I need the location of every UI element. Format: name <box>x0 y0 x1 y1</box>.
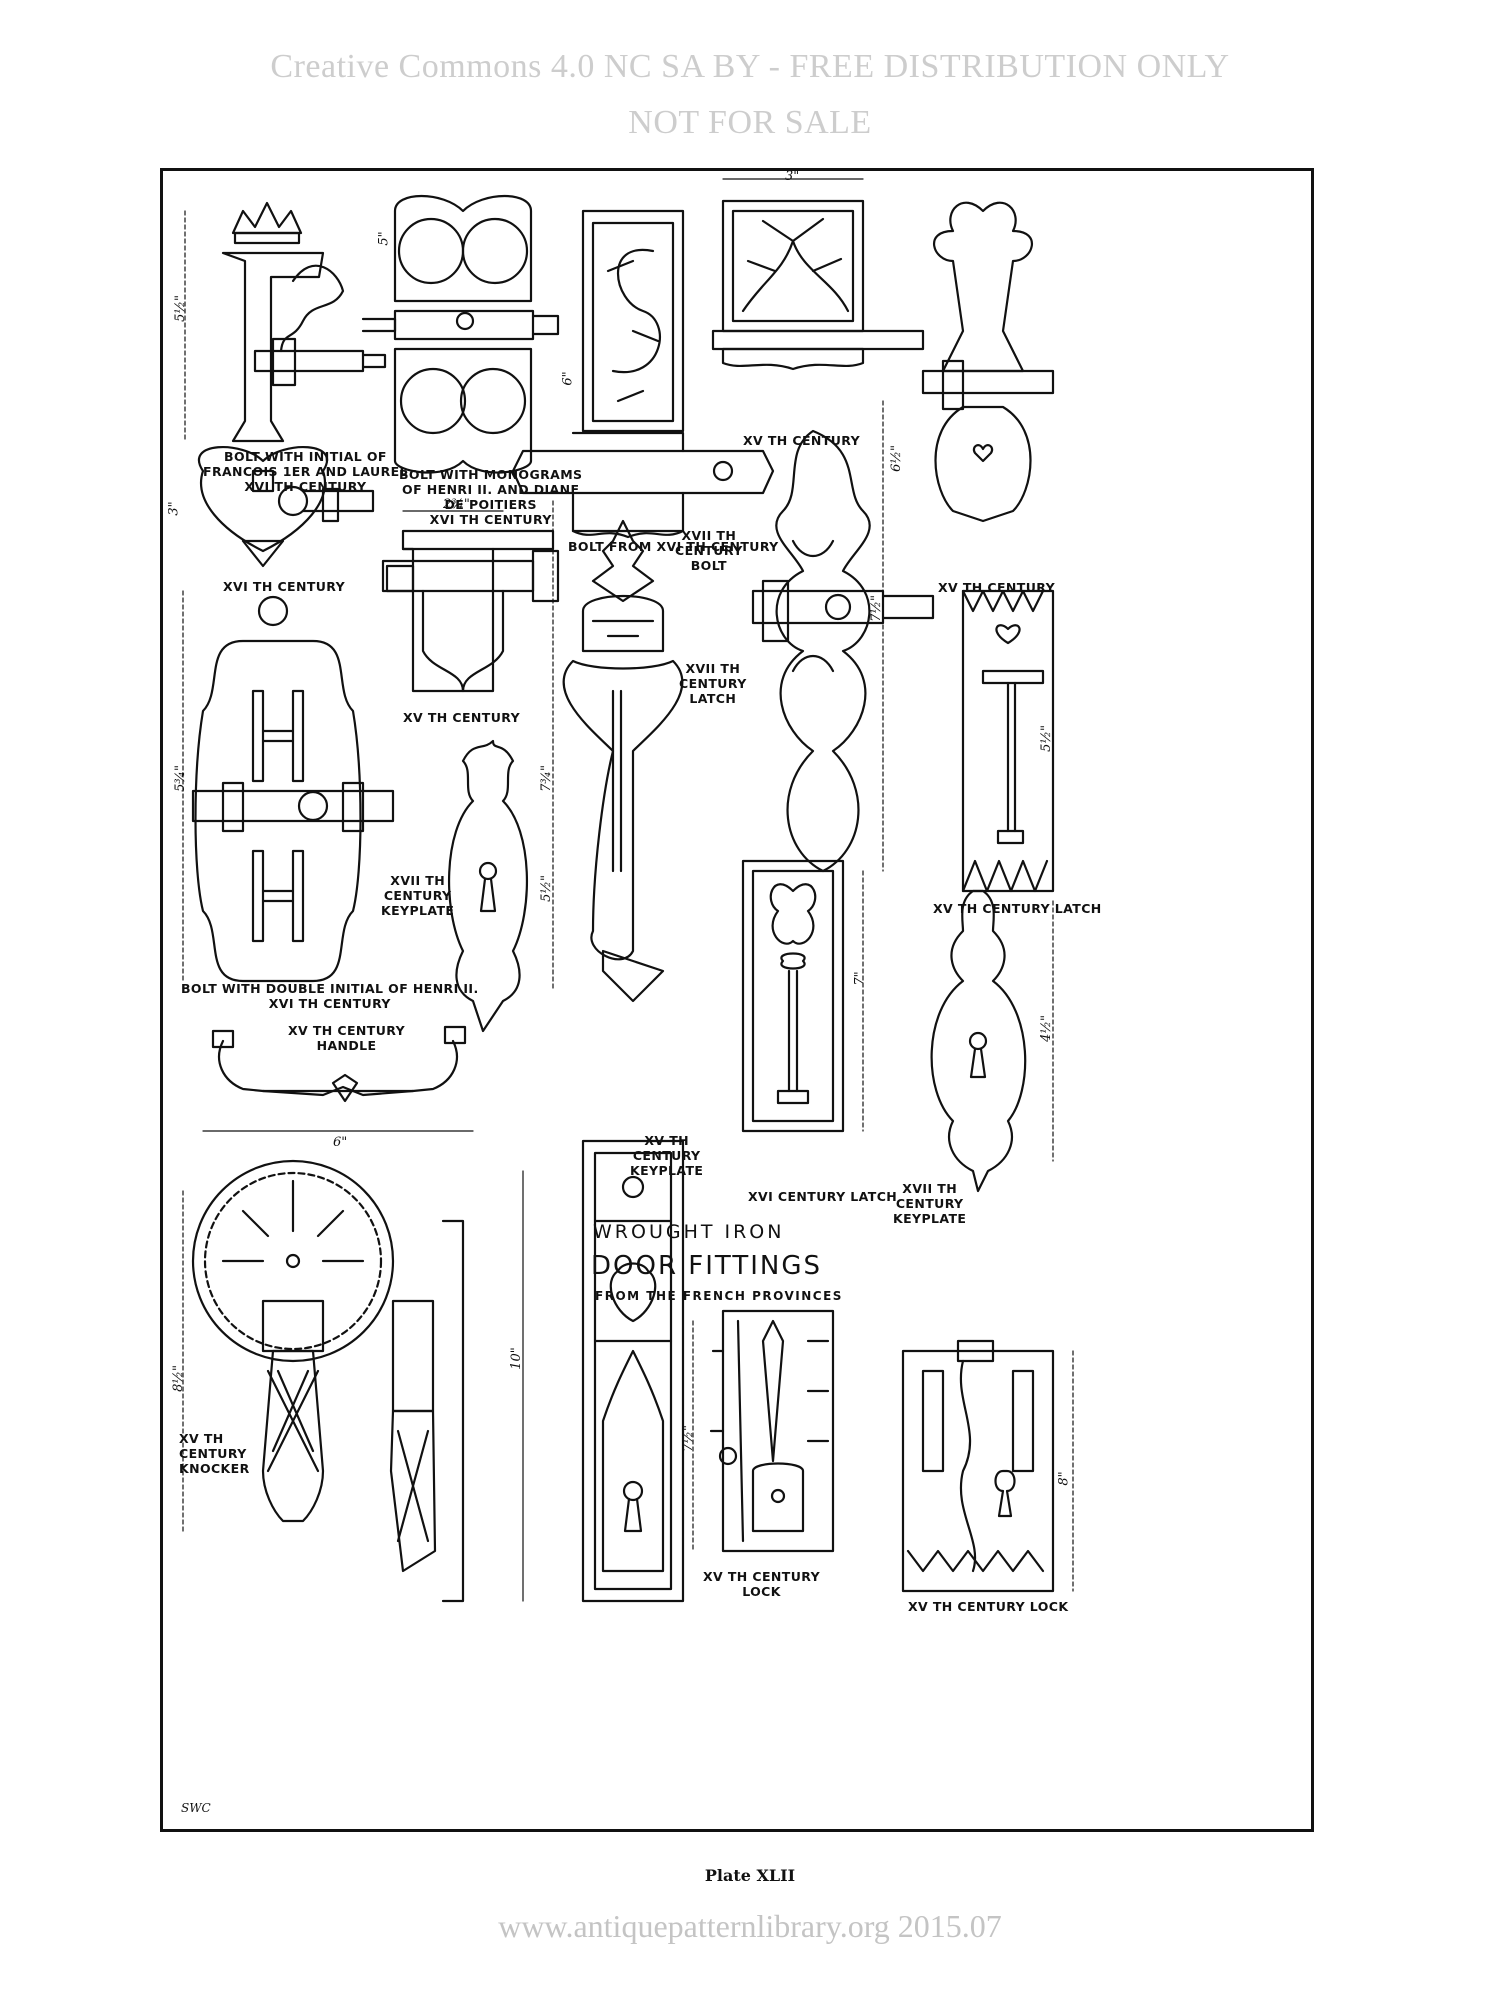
caption-xv-century-right: XV TH CENTURY <box>938 580 1056 595</box>
dimension-label: 7" <box>852 971 868 986</box>
dimension-label: 6" <box>333 1135 348 1150</box>
plate-number: Plate XLII <box>704 1866 796 1885</box>
artist-signature: SWC <box>181 1801 211 1815</box>
footer-watermark: www.antiquepatternlibrary.org 2015.07 <box>498 1908 1002 1944</box>
illustration-plate: BOLT WITH INITIAL OF FRANCOIS 1ER AND LA… <box>160 168 1314 1832</box>
dimension-label: 7½" <box>868 595 884 622</box>
dimension-label: 7½" <box>680 1425 696 1452</box>
bolt-xv-right-illustration <box>921 201 1055 523</box>
keyplate-xv-panel-illustration <box>522 1139 685 1603</box>
plate-title-line2: DOOR FITTINGS <box>591 1251 822 1281</box>
caption-bolt-francois: BOLT WITH INITIAL OF FRANCOIS 1ER AND LA… <box>203 449 408 494</box>
caption-xv-latch: XV TH CENTURY LATCH <box>933 901 1102 916</box>
bolt-xvi-illustration <box>511 209 775 539</box>
license-header: Creative Commons 4.0 NC SA BY - FREE DIS… <box>270 48 1230 85</box>
bolt-henri-h-illustration <box>182 590 395 983</box>
dimension-label: 5" <box>376 231 392 246</box>
plate-title-line3: FROM THE FRENCH PROVINCES <box>595 1289 843 1303</box>
caption-bolt-henri-double: BOLT WITH DOUBLE INITIAL OF HENRI II. XV… <box>181 981 479 1011</box>
dimension-label: 5½" <box>172 295 188 322</box>
latch-xv-right-illustration <box>961 589 1055 893</box>
not-for-sale-header: NOT FOR SALE <box>628 104 872 141</box>
caption-xvii-keyplate-right: XVII TH CENTURY KEYPLATE <box>893 1181 967 1226</box>
caption-xvi-century-heart: XVI TH CENTURY <box>223 579 346 594</box>
dimension-label: 8" <box>1056 1471 1072 1486</box>
dimension-label: 5½" <box>1038 725 1054 752</box>
dimension-label: 6½" <box>888 445 904 472</box>
caption-bolt-henri-diane: BOLT WITH MONOGRAMS OF HENRI II. AND DIA… <box>399 467 583 527</box>
caption-xvii-keyplate-left: XVII TH CENTURY KEYPLATE <box>381 873 455 918</box>
caption-xv-handle: XV TH CENTURY HANDLE <box>288 1023 406 1053</box>
caption-xv-century-top: XV TH CENTURY <box>743 433 861 448</box>
bolt-xv-tree-illustration <box>711 178 925 371</box>
dimension-label: 4½" <box>1038 1015 1054 1042</box>
bolt-xv-mid-illustration <box>381 510 560 693</box>
dimension-label: 6" <box>560 371 576 386</box>
knocker-side-illustration <box>389 1219 465 1603</box>
caption-xv-century-mid: XV TH CENTURY <box>403 710 521 725</box>
dimension-label: 3" <box>785 169 800 184</box>
dimension-label: 2¾" <box>443 497 470 512</box>
dimension-label: 3" <box>166 501 182 516</box>
plate-title-line1: WROUGHT IRON <box>593 1221 785 1243</box>
bolt-xvii-long-illustration <box>751 400 935 873</box>
dimension-label: 10" <box>508 1347 524 1370</box>
bolt-xvii-center-illustration <box>552 500 684 1003</box>
bolt-monograms-illustration <box>361 194 560 474</box>
caption-xv-knocker: XV TH CENTURY KNOCKER <box>179 1431 250 1476</box>
bolt-xvi-heart-illustration <box>198 446 375 568</box>
lock-xv-mid-illustration <box>692 1309 835 1553</box>
latch-xvi-illustration <box>741 859 864 1133</box>
caption-xv-lock-mid: XV TH CENTURY LOCK <box>703 1569 821 1599</box>
knocker-xv-illustration <box>182 1159 395 1532</box>
keyplate-xvii-left-illustration <box>447 739 529 1033</box>
door-fittings-drawing <box>182 178 1074 1603</box>
dimension-label: 7¾" <box>538 765 554 792</box>
dimension-label: 5½" <box>538 875 554 902</box>
dimension-label: 8½" <box>170 1365 186 1392</box>
caption-xvii-bolt: XVII TH CENTURY BOLT <box>675 528 743 573</box>
caption-xvii-latch: XVII TH CENTURY LATCH <box>679 661 747 706</box>
dimension-label: 5¾" <box>172 765 188 792</box>
lock-xv-right-illustration <box>901 1339 1074 1593</box>
keyplate-xvii-right-illustration <box>930 889 1054 1193</box>
caption-xv-lock-right: XV TH CENTURY LOCK <box>908 1599 1069 1614</box>
caption-xv-keyplate: XV TH CENTURY KEYPLATE <box>630 1133 704 1178</box>
caption-bolt-xvi: BOLT FROM XVI TH CENTURY <box>568 539 779 554</box>
bolt-francois-illustration <box>184 201 387 443</box>
caption-xvi-latch: XVI CENTURY LATCH <box>748 1189 898 1204</box>
handle-xv-illustration <box>202 1025 474 1132</box>
